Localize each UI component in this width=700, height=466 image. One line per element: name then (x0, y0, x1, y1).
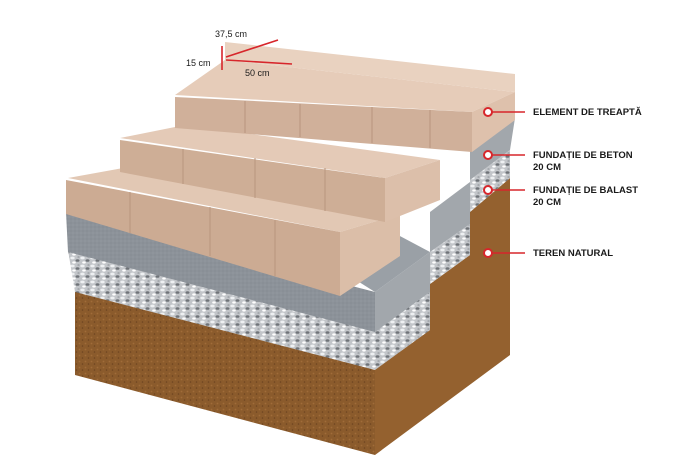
step-3-back (225, 42, 515, 92)
callout-element: ELEMENT DE TREAPTĂ (483, 107, 642, 118)
step-3-front (175, 97, 472, 152)
label-fundatie-beton: FUNDAȚIE DE BETON (533, 150, 633, 161)
gravel-side-stepped (375, 150, 510, 370)
concrete-side-stepped (375, 118, 515, 332)
gravel-layer (68, 150, 510, 370)
dimension-lines (221, 39, 293, 70)
dimension-width: 50 cm (245, 68, 270, 78)
gravel-front (68, 250, 375, 370)
step-1-side (340, 214, 400, 296)
label-teren-natural: TEREN NATURAL (533, 248, 613, 259)
step-2-front (120, 140, 385, 222)
label-element-de-treapta: ELEMENT DE TREAPTĂ (533, 107, 642, 118)
step-1-front (66, 180, 340, 296)
callout-beton: FUNDAȚIE DE BETON 20 CM (483, 150, 633, 173)
step-3-top (175, 60, 515, 112)
soil-front (75, 290, 375, 455)
callout-teren: TEREN NATURAL (483, 248, 613, 259)
step-2-top (120, 125, 440, 178)
dimension-depth: 37,5 cm (215, 29, 247, 39)
stone-steps (66, 42, 515, 296)
callout-balast: FUNDAȚIE DE BALAST 20 CM (483, 185, 638, 208)
dimension-height: 15 cm (186, 58, 211, 68)
step-1-top (68, 165, 400, 232)
soil-layer (75, 178, 510, 455)
step-3-side (472, 92, 515, 152)
label-fundatie-balast: FUNDAȚIE DE BALAST (533, 185, 638, 196)
step-2-side (385, 160, 440, 222)
label-fundatie-balast-thickness: 20 CM (533, 197, 561, 208)
label-fundatie-beton-thickness: 20 CM (533, 162, 561, 173)
soil-side-stepped (375, 178, 510, 455)
concrete-front (66, 212, 375, 332)
